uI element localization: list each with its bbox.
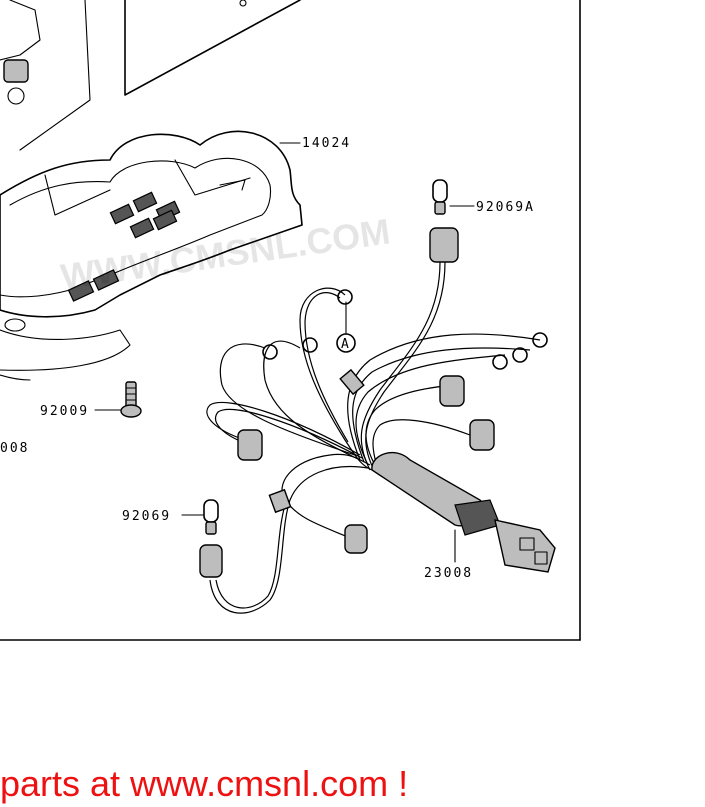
- wire-harness: [199, 227, 556, 614]
- panel-outline: [0, 0, 301, 151]
- reference-a: A: [341, 337, 351, 352]
- part-number-92069A: 92069A: [476, 200, 535, 215]
- screw-92009: [120, 381, 142, 418]
- meter-case: [0, 130, 303, 381]
- part-number-23008: 23008: [424, 566, 473, 581]
- part-number-008: 008: [0, 441, 29, 456]
- reference-circle-a: [336, 333, 356, 353]
- leader-lines: [94, 142, 475, 563]
- part-number-92009: 92009: [40, 404, 89, 419]
- bulb-92069: [203, 499, 219, 535]
- diagram-frame: [0, 0, 581, 641]
- promo-banner: parts at www.cmsnl.com !: [0, 763, 409, 804]
- part-number-14024: 14024: [302, 136, 351, 151]
- indicator-windows: [67, 191, 181, 302]
- watermark: WWW.CMSNL.COM: [58, 211, 392, 298]
- bulb-92069A: [432, 179, 448, 215]
- part-number-92069: 92069: [122, 509, 171, 524]
